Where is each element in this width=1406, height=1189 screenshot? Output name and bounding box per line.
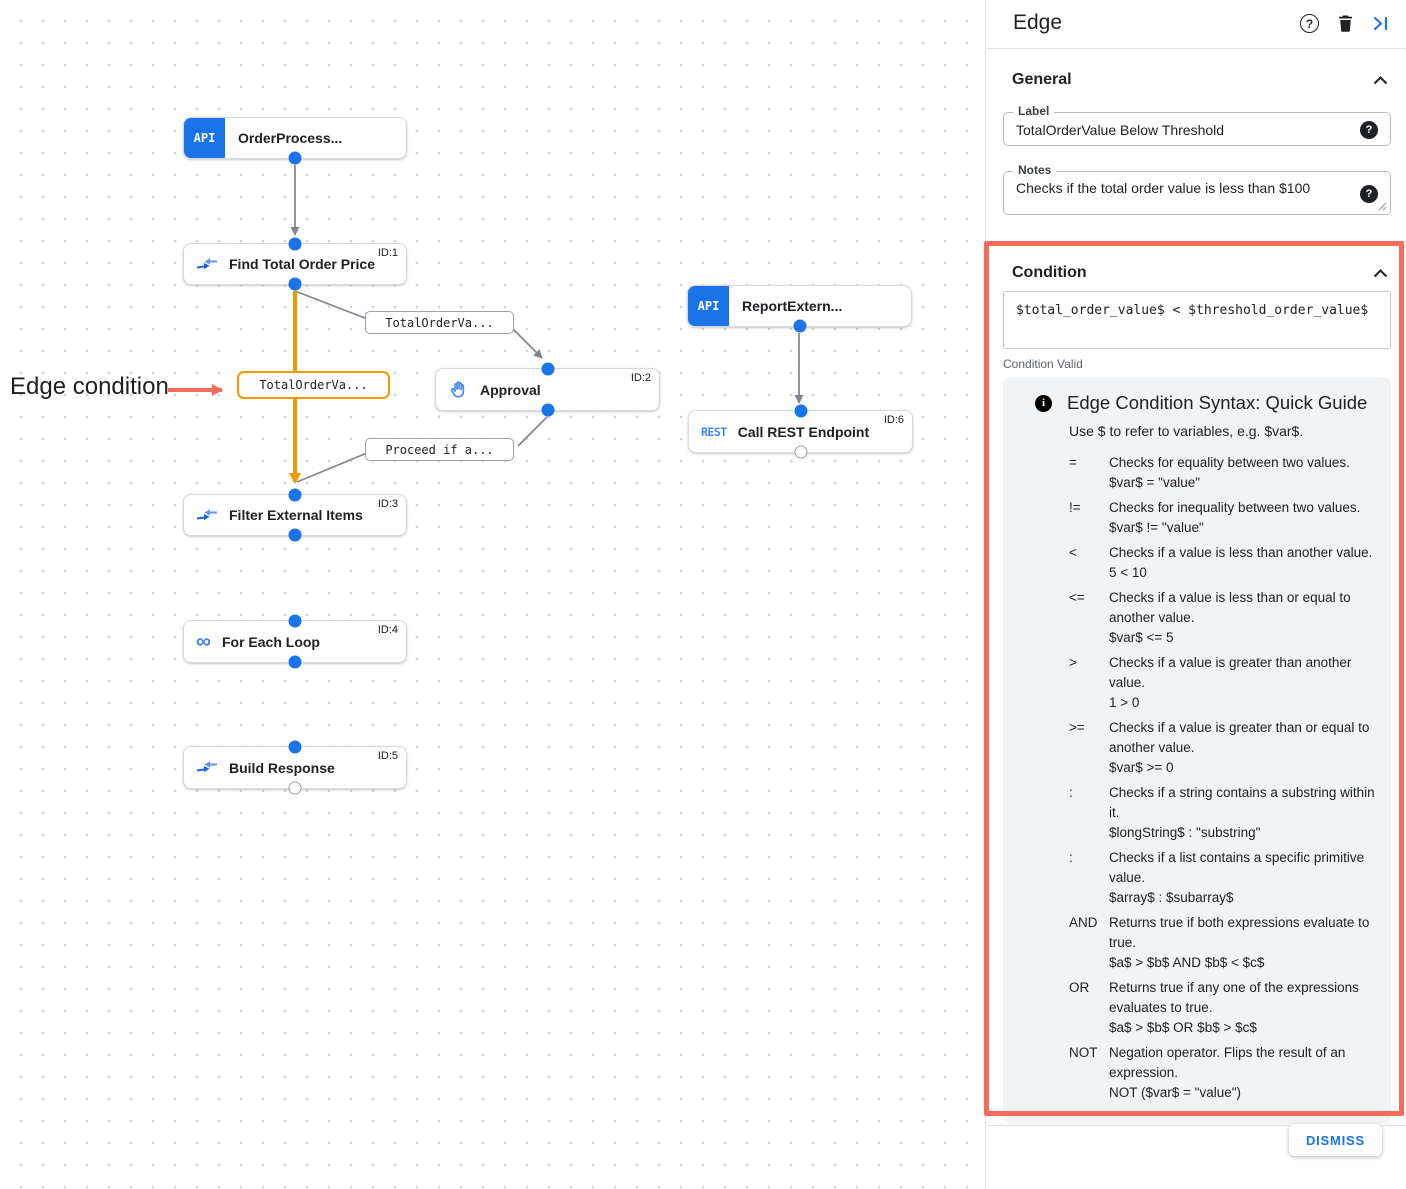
- condition-input[interactable]: $total_order_value$ < $threshold_order_v…: [1004, 292, 1390, 348]
- connection-point[interactable]: [793, 319, 806, 333]
- guide-row: = Checks for equality between two values…: [1069, 455, 1350, 490]
- label-help-icon[interactable]: ?: [1360, 121, 1378, 139]
- connection-point[interactable]: [288, 488, 302, 502]
- connection-point[interactable]: [288, 614, 302, 628]
- data-mapping-icon: [196, 508, 217, 520]
- node-reportextern-trigger[interactable]: API ReportExtern...: [687, 285, 912, 333]
- collapse-general-icon[interactable]: [1373, 76, 1388, 85]
- workflow-canvas[interactable]: API OrderProcess... Find Total Order Pri…: [0, 0, 985, 1189]
- connection-point[interactable]: [288, 528, 302, 542]
- condition-expression-box: $total_order_value$ < $threshold_order_v…: [1003, 291, 1391, 349]
- condition-section-header: Condition: [1012, 264, 1087, 281]
- guide-row: OR Returns true if any one of the expres…: [1069, 980, 1359, 1035]
- guide-row: : Checks if a string contains a substrin…: [1069, 785, 1375, 840]
- connection-point[interactable]: [288, 740, 302, 754]
- node-id: ID:6: [883, 414, 904, 426]
- guide-title: Edge Condition Syntax: Quick Guide: [1067, 392, 1368, 413]
- guide-row: NOT Negation operator. Flips the result …: [1069, 1045, 1346, 1100]
- edge-connectors: [168, 165, 804, 484]
- guide-row: != Checks for inequality between two val…: [1069, 500, 1361, 535]
- info-icon: i: [1035, 394, 1052, 412]
- label-field-legend: Label: [1013, 104, 1055, 118]
- guide-row: >= Checks if a value is greater than or …: [1069, 720, 1370, 775]
- notes-input[interactable]: Checks if the total order value is less …: [1004, 172, 1390, 214]
- guide-operator-list: = Checks for equality between two values…: [1069, 453, 1375, 1103]
- node-label: Find Total Order Price: [229, 256, 375, 272]
- edge-config-panel: Edge ? General Label ? Notes Checks if t…: [985, 0, 1406, 1189]
- node-find-total-order-price[interactable]: Find Total Order Price ID:1: [183, 237, 407, 291]
- notes-field-wrapper: Notes Checks if the total order value is…: [1003, 163, 1391, 215]
- resize-handle-icon[interactable]: [1378, 202, 1387, 211]
- api-trigger-icon: API: [184, 118, 225, 158]
- connection-point-empty[interactable]: [794, 445, 807, 459]
- edge-condition-annotation: Edge condition: [10, 373, 169, 400]
- api-trigger-icon: API: [688, 286, 729, 326]
- guide-row: < Checks if a value is less than another…: [1069, 545, 1373, 580]
- connection-point[interactable]: [288, 277, 302, 291]
- panel-title: Edge: [1013, 11, 1063, 34]
- node-approval[interactable]: Approval ID:2: [435, 362, 660, 417]
- connection-point[interactable]: [288, 655, 302, 669]
- guide-subtitle: Use $ to refer to variables, e.g. $var$.: [1069, 423, 1304, 439]
- guide-row: : Checks if a list contains a specific p…: [1069, 850, 1365, 905]
- condition-status: Condition Valid: [1003, 357, 1083, 371]
- node-id: ID:1: [377, 247, 398, 259]
- node-id: ID:2: [630, 372, 651, 384]
- node-label: Build Response: [229, 759, 335, 776]
- node-build-response[interactable]: Build Response ID:5: [183, 740, 407, 795]
- help-icon[interactable]: ?: [1300, 14, 1319, 33]
- node-for-each-loop[interactable]: ∞ For Each Loop ID:4: [183, 614, 407, 669]
- dismiss-button[interactable]: DISMISS: [1288, 1124, 1382, 1156]
- connection-point[interactable]: [288, 151, 302, 165]
- node-label: OrderProcess...: [238, 130, 343, 146]
- connection-point[interactable]: [794, 404, 807, 418]
- delete-icon[interactable]: [1338, 15, 1353, 32]
- node-label: Approval: [480, 381, 541, 398]
- connection-point-empty[interactable]: [288, 781, 302, 795]
- guide-row: <= Checks if a value is less than or equ…: [1069, 590, 1351, 645]
- condition-syntax-guide: i Edge Condition Syntax: Quick Guide Use…: [1003, 377, 1391, 1124]
- hand-approval-icon: [450, 381, 465, 398]
- loop-infinity-icon: ∞: [196, 629, 211, 653]
- edge-label-proceed-if[interactable]: Proceed if a...: [365, 438, 514, 461]
- connection-point[interactable]: [288, 237, 302, 251]
- node-call-rest-endpoint[interactable]: REST Call REST Endpoint ID:6: [688, 404, 913, 459]
- connection-point[interactable]: [541, 403, 554, 417]
- guide-row: > Checks if a value is greater than anot…: [1069, 655, 1352, 710]
- divider: [986, 1125, 1406, 1126]
- edge-label-totalordervalue-selected[interactable]: TotalOrderVa...: [237, 371, 390, 399]
- node-label: Filter External Items: [229, 507, 363, 523]
- node-id: ID:5: [377, 750, 398, 762]
- notes-help-icon[interactable]: ?: [1360, 185, 1378, 203]
- data-mapping-icon: [196, 257, 217, 269]
- collapse-panel-icon[interactable]: [1372, 16, 1390, 31]
- node-label: Call REST Endpoint: [737, 423, 870, 440]
- connection-point[interactable]: [541, 362, 554, 376]
- collapse-condition-icon[interactable]: [1373, 269, 1388, 278]
- node-id: ID:3: [377, 498, 398, 510]
- node-id: ID:4: [377, 624, 398, 636]
- node-label: For Each Loop: [221, 633, 320, 650]
- divider: [986, 48, 1406, 49]
- notes-field-legend: Notes: [1013, 163, 1057, 177]
- node-filter-external-items[interactable]: Filter External Items ID:3: [183, 488, 407, 542]
- label-input[interactable]: [1004, 113, 1390, 145]
- edge-label-totalordervalue-approval[interactable]: TotalOrderVa...: [365, 311, 514, 334]
- data-mapping-icon: [196, 761, 217, 773]
- label-field-wrapper: Label ?: [1003, 104, 1391, 146]
- rest-icon: REST: [701, 424, 727, 439]
- node-orderprocess-trigger[interactable]: API OrderProcess...: [183, 117, 407, 165]
- general-section-header: General: [1012, 71, 1072, 88]
- node-label: ReportExtern...: [742, 298, 843, 314]
- guide-row: AND Returns true if both expressions eva…: [1069, 915, 1370, 970]
